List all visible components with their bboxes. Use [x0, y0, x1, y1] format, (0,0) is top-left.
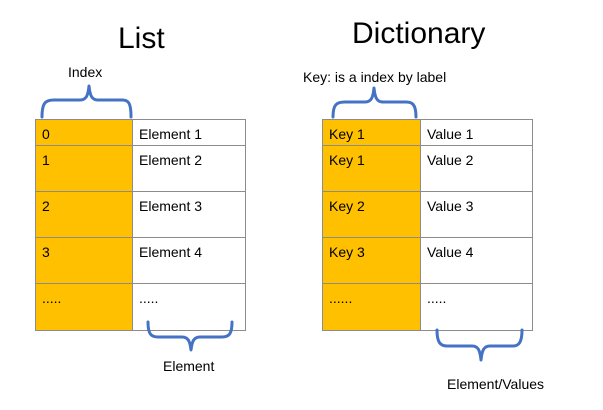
values-brace [435, 328, 524, 362]
dictionary-key-cell: Key 3 [322, 237, 421, 284]
table-row: 2 Element 3 [35, 191, 246, 238]
element-values-label: Element/Values [447, 376, 545, 392]
dictionary-value-cell: Value 3 [420, 191, 533, 238]
table-row: ..... ..... [35, 283, 246, 331]
dictionary-table: Key 1 Value 1 Key 1 Value 2 Key 2 Value … [322, 119, 533, 331]
index-label: Index [68, 64, 103, 80]
list-title: List [118, 22, 165, 55]
index-brace [40, 84, 133, 119]
key-label: Key: is a index by label [303, 69, 447, 85]
dictionary-key-cell: Key 1 [322, 119, 421, 146]
list-index-cell: ..... [35, 283, 133, 331]
table-row: 0 Element 1 [35, 119, 246, 146]
list-index-cell: 3 [35, 237, 133, 284]
list-index-cell: 2 [35, 191, 133, 238]
list-element-cell: ..... [132, 283, 246, 331]
element-brace [146, 320, 234, 352]
dictionary-key-cell: ...... [322, 283, 421, 331]
dictionary-value-cell: ..... [420, 283, 533, 331]
dictionary-value-cell: Value 1 [420, 119, 533, 146]
list-element-cell: Element 1 [132, 119, 246, 146]
list-element-cell: Element 4 [132, 237, 246, 284]
list-index-cell: 1 [35, 145, 133, 192]
table-row: 3 Element 4 [35, 237, 246, 284]
table-row: ...... ..... [322, 283, 533, 331]
table-row: Key 3 Value 4 [322, 237, 533, 284]
dictionary-title: Dictionary [352, 17, 486, 50]
list-table: 0 Element 1 1 Element 2 2 Element 3 3 El… [35, 119, 246, 331]
dictionary-value-cell: Value 4 [420, 237, 533, 284]
element-label: Element [163, 358, 215, 374]
table-row: Key 1 Value 1 [322, 119, 533, 146]
key-brace [331, 86, 418, 119]
dictionary-value-cell: Value 2 [420, 145, 533, 192]
list-element-cell: Element 3 [132, 191, 246, 238]
dictionary-key-cell: Key 2 [322, 191, 421, 238]
table-row: Key 2 Value 3 [322, 191, 533, 238]
